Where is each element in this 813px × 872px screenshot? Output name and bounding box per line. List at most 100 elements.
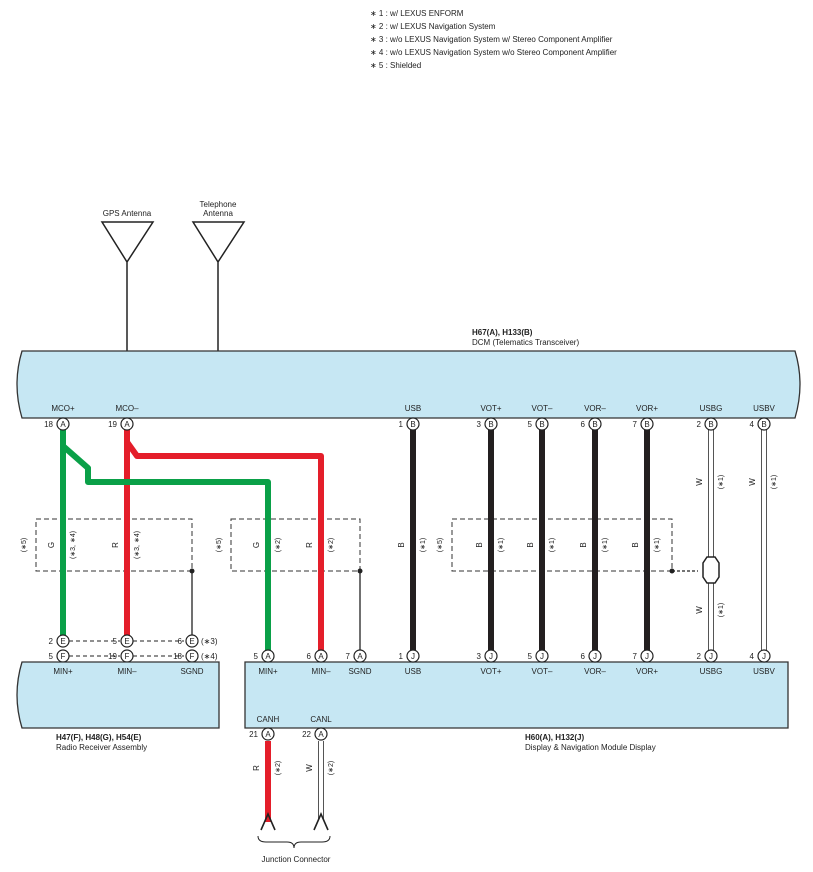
display-pin-label: CANH <box>257 715 280 724</box>
dcm-name: DCM (Telematics Transceiver) <box>472 338 579 347</box>
pin-circle <box>704 649 718 663</box>
wire-color-code: W <box>305 764 314 772</box>
display-pin-number: 2 <box>697 652 702 661</box>
junction-brace <box>257 835 331 849</box>
wire-color-code: B <box>579 542 588 547</box>
pin-connector-letter: F <box>190 652 195 661</box>
dcm-pin-label: VOR+ <box>636 404 658 413</box>
radio-pin-label: MIN+ <box>53 667 73 676</box>
pin-connector-letter: J <box>411 652 415 661</box>
dcm-pin-number: 6 <box>581 420 586 429</box>
gps-antenna-label: GPS Antenna <box>103 209 152 218</box>
pin-connector-letter: F <box>125 652 130 661</box>
dcm-pins: MCO+ MCO– USB VOT+ VOT– VOR– VOR+ USBG U… <box>44 404 775 429</box>
display-pin-number: 22 <box>302 730 311 739</box>
dcm-pin-number: 7 <box>633 420 638 429</box>
wire-color-code: B <box>397 542 406 547</box>
display-pin-labels: MIN+ MIN– SGND USB VOT+ VOT– VOR– VOR+ U… <box>257 667 776 724</box>
pin-connector-letter: A <box>124 420 130 429</box>
display-pin-number: 6 <box>581 652 586 661</box>
pin-circle <box>120 634 134 648</box>
radio-row-e-note: (∗3) <box>201 637 218 646</box>
dcm-pin-label: VOT+ <box>480 404 501 413</box>
wire-option-note: (∗2) <box>275 761 282 775</box>
white-wires <box>318 429 767 820</box>
note-2: ∗ 2 : w/ LEXUS Navigation System <box>370 22 496 31</box>
pin-circle <box>484 649 498 663</box>
display-pin-label: VOT+ <box>480 667 501 676</box>
pin-circle <box>56 634 70 648</box>
dcm-pin-circles: A A B B B B B B B <box>56 417 771 431</box>
pin-connector-letter: A <box>318 730 324 739</box>
dcm-pin-label: MCO– <box>115 404 139 413</box>
radio-pin-label: SGND <box>180 667 203 676</box>
shield-box-display <box>230 518 361 572</box>
wire-color-code: R <box>252 765 261 771</box>
wire-color-code: G <box>252 542 261 548</box>
wire-color-code: W <box>695 478 704 486</box>
dcm-pin-label: USBG <box>700 404 723 413</box>
pin-connector-letter: F <box>61 652 66 661</box>
display-connector-label: H60(A), H132(J) <box>525 733 584 742</box>
wire-option-note: (∗2) <box>328 761 335 775</box>
radio-connector-label: H47(F), H48(G), H54(E) <box>56 733 142 742</box>
display-pin-number: 7 <box>346 652 351 661</box>
dcm-pin-number: 18 <box>44 420 53 429</box>
display-pin-label: USB <box>405 667 421 676</box>
wire-option-note: (∗1) <box>420 538 427 552</box>
note-5: ∗ 5 : Shielded <box>370 61 421 70</box>
radio-pin-number-f: 19 <box>108 652 117 661</box>
radio-pin-number-f: 5 <box>49 652 54 661</box>
wire-option-note: (∗1) <box>602 538 609 552</box>
display-pin-number: 6 <box>307 652 312 661</box>
pin-connector-letter: A <box>357 652 363 661</box>
pin-circle <box>185 634 199 648</box>
note-3: ∗ 3 : w/o LEXUS Navigation System w/ Ste… <box>370 35 613 44</box>
pin-connector-letter: J <box>593 652 597 661</box>
wire-option-note: (∗1) <box>771 475 778 489</box>
pin-connector-letter: B <box>488 420 493 429</box>
display-pin-label: USBV <box>753 667 775 676</box>
junction-arrow-icon <box>260 812 276 831</box>
pin-connector-letter: E <box>60 637 65 646</box>
display-pin-number: 1 <box>399 652 404 661</box>
wire-color-code: B <box>475 542 484 547</box>
dcm-pin-label: VOR– <box>584 404 606 413</box>
wire-color-code: W <box>695 606 704 614</box>
pin-circle <box>640 649 654 663</box>
pin-connector-letter: E <box>124 637 129 646</box>
wire-color-code: B <box>526 542 535 547</box>
telephone-antenna-label-2: Antenna <box>203 209 233 218</box>
display-top-pins: 5 A 6 A 7 A 1 J 3 J 5 J 6 J 7 J 2 J 4 J <box>254 649 771 663</box>
gps-antenna-icon <box>100 221 155 351</box>
pin-connector-letter: B <box>592 420 597 429</box>
green-wires <box>60 429 271 651</box>
display-pin-label: CANL <box>310 715 332 724</box>
pin-circle <box>588 417 602 431</box>
black-wires <box>410 429 650 651</box>
pin-connector-letter: B <box>708 420 713 429</box>
radio-name: Radio Receiver Assembly <box>56 743 147 752</box>
display-pin-label: USBG <box>700 667 723 676</box>
display-bottom-pins: 21 A 22 A <box>249 727 328 741</box>
dcm-pin-number: 5 <box>528 420 533 429</box>
pin-circle <box>757 417 771 431</box>
wire-mco-plus-display <box>61 443 271 651</box>
telephone-antenna-label-1: Telephone <box>200 200 237 209</box>
display-pin-label: VOR– <box>584 667 606 676</box>
radio-pin-number-e: 6 <box>178 637 183 646</box>
pin-circle <box>640 417 654 431</box>
radio-pin-label: MIN– <box>117 667 137 676</box>
pin-connector-letter: A <box>60 420 66 429</box>
display-pin-number: 21 <box>249 730 258 739</box>
shield-note: (∗5) <box>21 538 28 552</box>
pin-circle <box>406 649 420 663</box>
display-pin-number: 5 <box>254 652 259 661</box>
pin-circle <box>406 417 420 431</box>
pin-circle <box>314 727 328 741</box>
wire-labels: G (∗3, ∗4) R (∗3, ∗4) G (∗2) R (∗2) B (∗… <box>47 475 778 775</box>
junction-connector-label: Junction Connector <box>262 855 331 864</box>
telephone-antenna-icon <box>191 221 246 351</box>
radio-pin-number-e: 2 <box>49 637 54 646</box>
display-pin-label: SGND <box>348 667 371 676</box>
